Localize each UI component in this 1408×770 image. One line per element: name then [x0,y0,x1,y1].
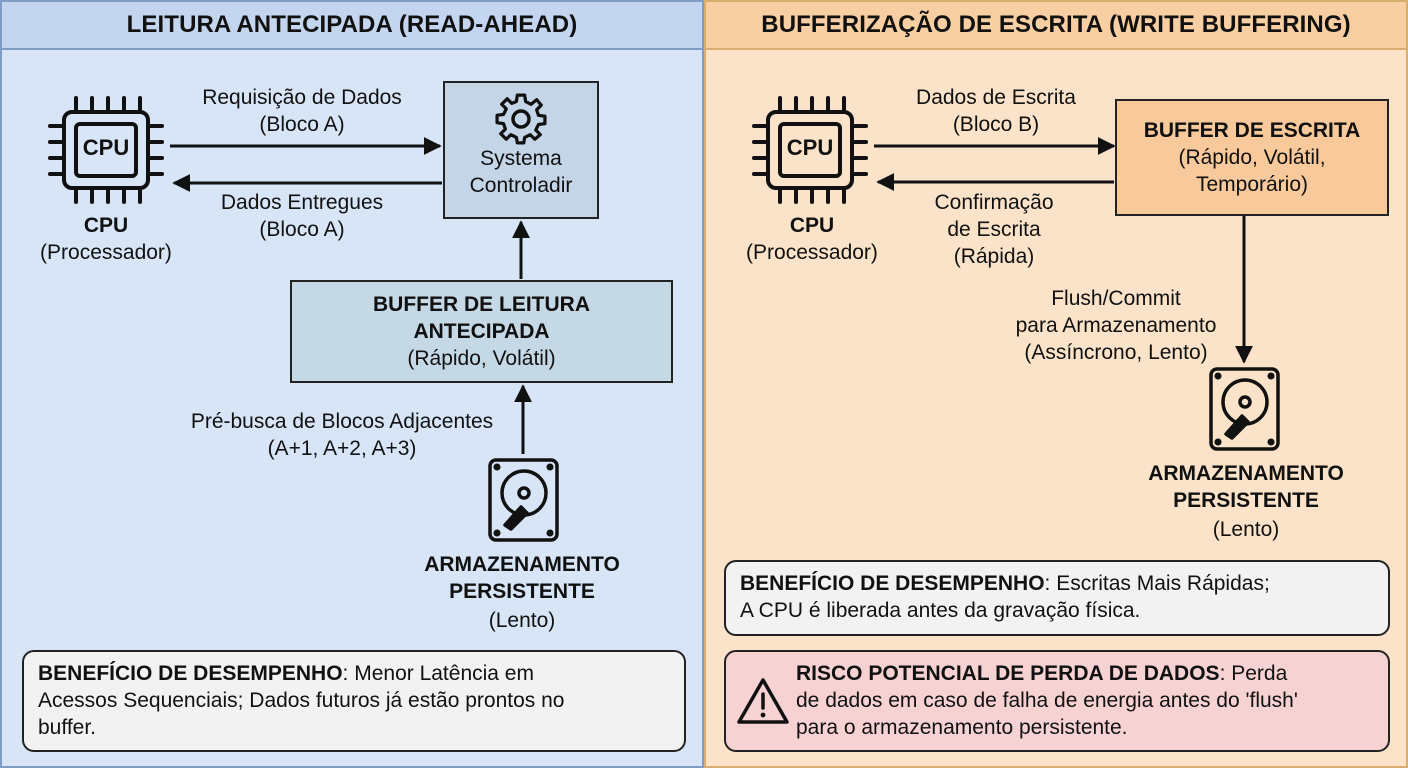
storage-speed: (Lento) [1212,518,1280,541]
controller-box: Systema Controladir [443,81,599,219]
cpu-chip-icon [752,96,868,204]
cpu-chip-icon [48,96,164,204]
confirmation-label: Confirmação de Escrita (Rápida) [894,189,1094,270]
benefit-heading: BENEFÍCIO DE DESEMPENHO [740,572,1045,595]
read-ahead-title: LEITURA ANTECIPADA (READ-AHEAD) [2,2,702,50]
hard-drive-icon [488,458,559,542]
hard-drive-icon [1209,367,1280,451]
risk-line-1: : Perda [1219,662,1288,685]
confirm-line-1: Confirmação [934,191,1054,214]
benefit-line-2: A CPU é liberada antes da gravação físic… [740,599,1141,622]
benefit-line-3: buffer. [38,716,96,739]
write-buffering-title: BUFFERIZAÇÃO DE ESCRITA (WRITE BUFFERING… [706,2,1406,50]
write-buffer-line-2: (Rápido, Volátil, [1178,146,1326,169]
flush-line-3: (Assíncrono, Lento) [1024,341,1208,364]
storage-line-1: ARMAZENAMENTO [424,553,620,576]
confirm-line-3: (Rápida) [953,245,1035,268]
storage-line-1: ARMAZENAMENTO [1148,462,1344,485]
prefetch-label: Pré-busca de Blocos Adjacentes (A+1, A+2… [162,408,522,462]
warning-icon [737,678,789,724]
prefetch-line-1: Pré-busca de Blocos Adjacentes [190,410,494,433]
storage-label: ARMAZENAMENTO PERSISTENTE [1106,460,1386,514]
storage-line-2: PERSISTENTE [1173,489,1319,512]
write-buffering-panel: BUFFERIZAÇÃO DE ESCRITA (WRITE BUFFERING… [704,0,1408,768]
storage-label: ARMAZENAMENTO PERSISTENTE [382,551,662,605]
cpu-chip-label: CPU [82,135,130,160]
write-data-label: Dados de Escrita (Bloco B) [866,84,1126,138]
storage-speed: (Lento) [488,609,556,632]
read-ahead-buffer-box: BUFFER DE LEITURA ANTECIPADA (Rápido, Vo… [290,280,673,383]
request-line-2: (Bloco A) [259,113,345,136]
risk-line-3: para o armazenamento persistente. [796,716,1128,739]
data-loss-risk-note: RISCO POTENCIAL DE PERDA DE DADOS: Perda… [724,650,1390,752]
cpu-sub: (Processador) [746,241,878,264]
request-line-1: Requisição de Dados [202,86,402,109]
controller-line-2: Controladir [469,174,573,197]
read-ahead-panel: LEITURA ANTECIPADA (READ-AHEAD) CPU CPU … [0,0,704,768]
storage-line-2: PERSISTENTE [449,580,595,603]
benefit-heading: BENEFÍCIO DE DESEMPENHO [38,662,343,685]
read-buffer-line-1: BUFFER DE LEITURA [373,293,590,316]
write-buffer-line-1: BUFFER DE ESCRITA [1143,119,1361,142]
risk-line-2: de dados em caso de falha de energia ant… [796,689,1298,712]
read-buffer-line-2: ANTECIPADA [413,320,550,343]
write-buffer-box: BUFFER DE ESCRITA (Rápido, Volátil, Temp… [1115,99,1389,216]
benefit-line-1: : Escritas Mais Rápidas; [1044,572,1270,595]
controller-line-1: Systema [480,147,562,170]
flush-label: Flush/Commit para Armazenamento (Assíncr… [986,285,1246,366]
write-line-2: (Bloco B) [952,113,1040,136]
flush-line-1: Flush/Commit [1051,287,1181,310]
cpu-sub: (Processador) [40,241,172,264]
cpu-name: CPU [789,214,835,237]
write-buffer-line-3: Temporário) [1195,173,1309,196]
delivered-line-2: (Bloco A) [259,218,345,241]
cpu-chip-label: CPU [786,135,834,160]
benefit-line-1: : Menor Latência em [342,662,534,685]
write-buffering-benefit-note: BENEFÍCIO DE DESEMPENHO: Escritas Mais R… [724,560,1390,636]
read-buffer-line-3: (Rápido, Volátil) [407,347,556,370]
risk-heading: RISCO POTENCIAL DE PERDA DE DADOS [796,662,1220,685]
request-label: Requisição de Dados (Bloco A) [172,84,432,138]
cpu-label: CPU (Processador) [732,212,892,266]
confirm-line-2: de Escrita [947,218,1041,241]
gear-icon [495,93,547,145]
cpu-label: CPU (Processador) [26,212,186,266]
cpu-name: CPU [83,214,129,237]
read-ahead-benefit-note: BENEFÍCIO DE DESEMPENHO: Menor Latência … [22,650,686,752]
prefetch-line-2: (A+1, A+2, A+3) [267,437,417,460]
delivered-label: Dados Entregues (Bloco A) [172,189,432,243]
flush-line-2: para Armazenamento [1015,314,1217,337]
write-line-1: Dados de Escrita [916,86,1076,109]
delivered-line-1: Dados Entregues [220,191,384,214]
benefit-line-2: Acessos Sequenciais; Dados futuros já es… [38,689,565,712]
